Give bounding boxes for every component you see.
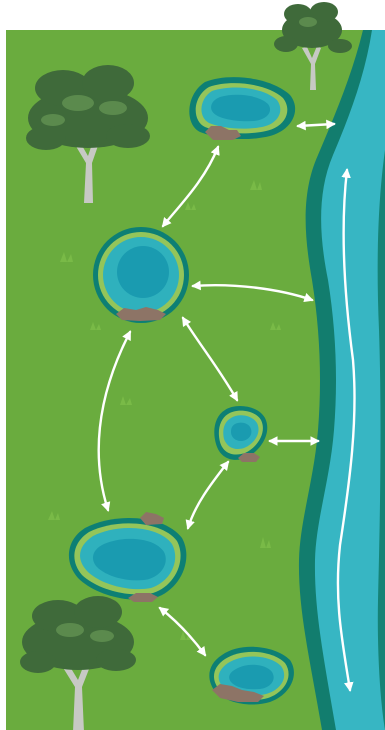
pond: [209, 647, 294, 705]
pond: [93, 227, 189, 323]
